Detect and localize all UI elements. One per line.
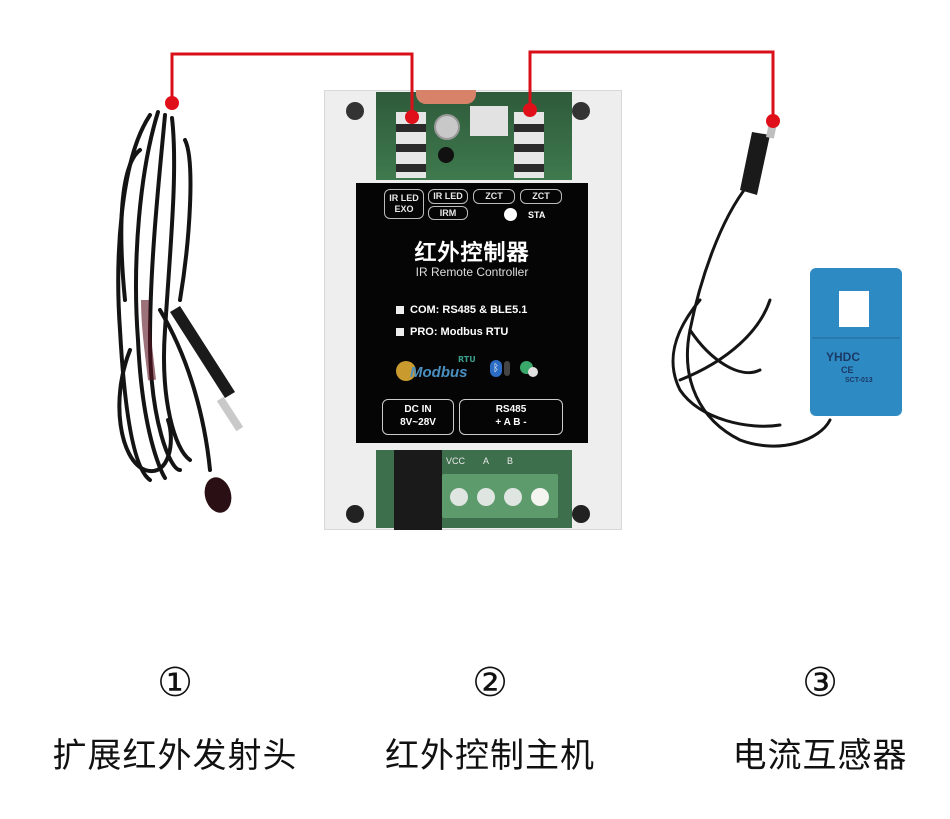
spec-com: COM: RS485 & BLE5.1 [396,304,527,316]
port-label-zct-2: ZCT [520,189,562,204]
spec-protocol: PRO: Modbus RTU [396,326,508,338]
mount-hole-bottom-left [346,505,364,523]
device-title-cn: 红外控制器 [414,241,530,266]
port-label-ir-led-exo: IR LED EXO [384,189,424,219]
ct-model: SCT-013 [845,377,873,384]
gear-icon [396,361,416,381]
screw-terminal-a[interactable] [477,488,495,506]
capacitor [434,114,460,140]
caption-label: 电流互感器 [732,736,908,776]
caption-number: ① [157,660,193,706]
port-label-irm: IRM [428,206,468,220]
terminal-block [442,474,558,518]
caption-number: ③ [802,660,838,706]
screw-terminal-gnd[interactable] [531,488,549,506]
wifi-arc-icon [504,361,510,376]
caption-label: 扩展红外发射头 [52,736,298,776]
bluetooth-icon: ᛒ [490,360,502,377]
wireless-icon-dot [528,367,538,377]
dc-in-label-box: DC IN 8V~28V [382,399,454,435]
caption-number: ② [472,660,508,706]
modbus-logo: RTU Modbus [396,355,486,383]
caption-2-label: 红外控制主机 [350,728,630,777]
dc-power-jack[interactable] [394,450,442,530]
caption-2: ② [415,660,565,706]
caption-3-label: 电流互感器 [695,728,945,777]
mount-hole-bottom-right [572,505,590,523]
rs485-label-box: RS485 + A B - [459,399,563,435]
white-header [470,106,508,136]
mount-hole-top-left [346,102,364,120]
modbus-text: Modbus [410,364,468,381]
port-label-zct-1: ZCT [473,189,515,204]
pcb-top [376,90,572,180]
red-connector [416,90,476,104]
status-led [504,208,517,221]
device-label-panel: IR LED EXO IR LED IRM ZCT ZCT STA 红外控制器 … [356,183,588,443]
status-label: STA [528,210,546,220]
caption-1: ① [100,660,250,706]
port-label-ir-led: IR LED [428,189,468,204]
mount-hole-top-right [572,102,590,120]
ir-receiver [438,147,454,163]
caption-3: ③ [745,660,895,706]
device-title-en: IR Remote Controller [415,265,529,279]
audio-jack-right[interactable] [514,112,544,178]
screw-terminal-vcc[interactable] [450,488,468,506]
ct-brand-marking: YHDC [826,350,861,364]
audio-plug-left [170,306,244,432]
ct-ce-mark: CE [841,365,854,375]
modbus-rtu-label: RTU [458,355,476,364]
caption-1-label: 扩展红外发射头 [20,728,330,777]
screw-terminal-b[interactable] [504,488,522,506]
caption-label: 红外控制主机 [385,736,595,776]
